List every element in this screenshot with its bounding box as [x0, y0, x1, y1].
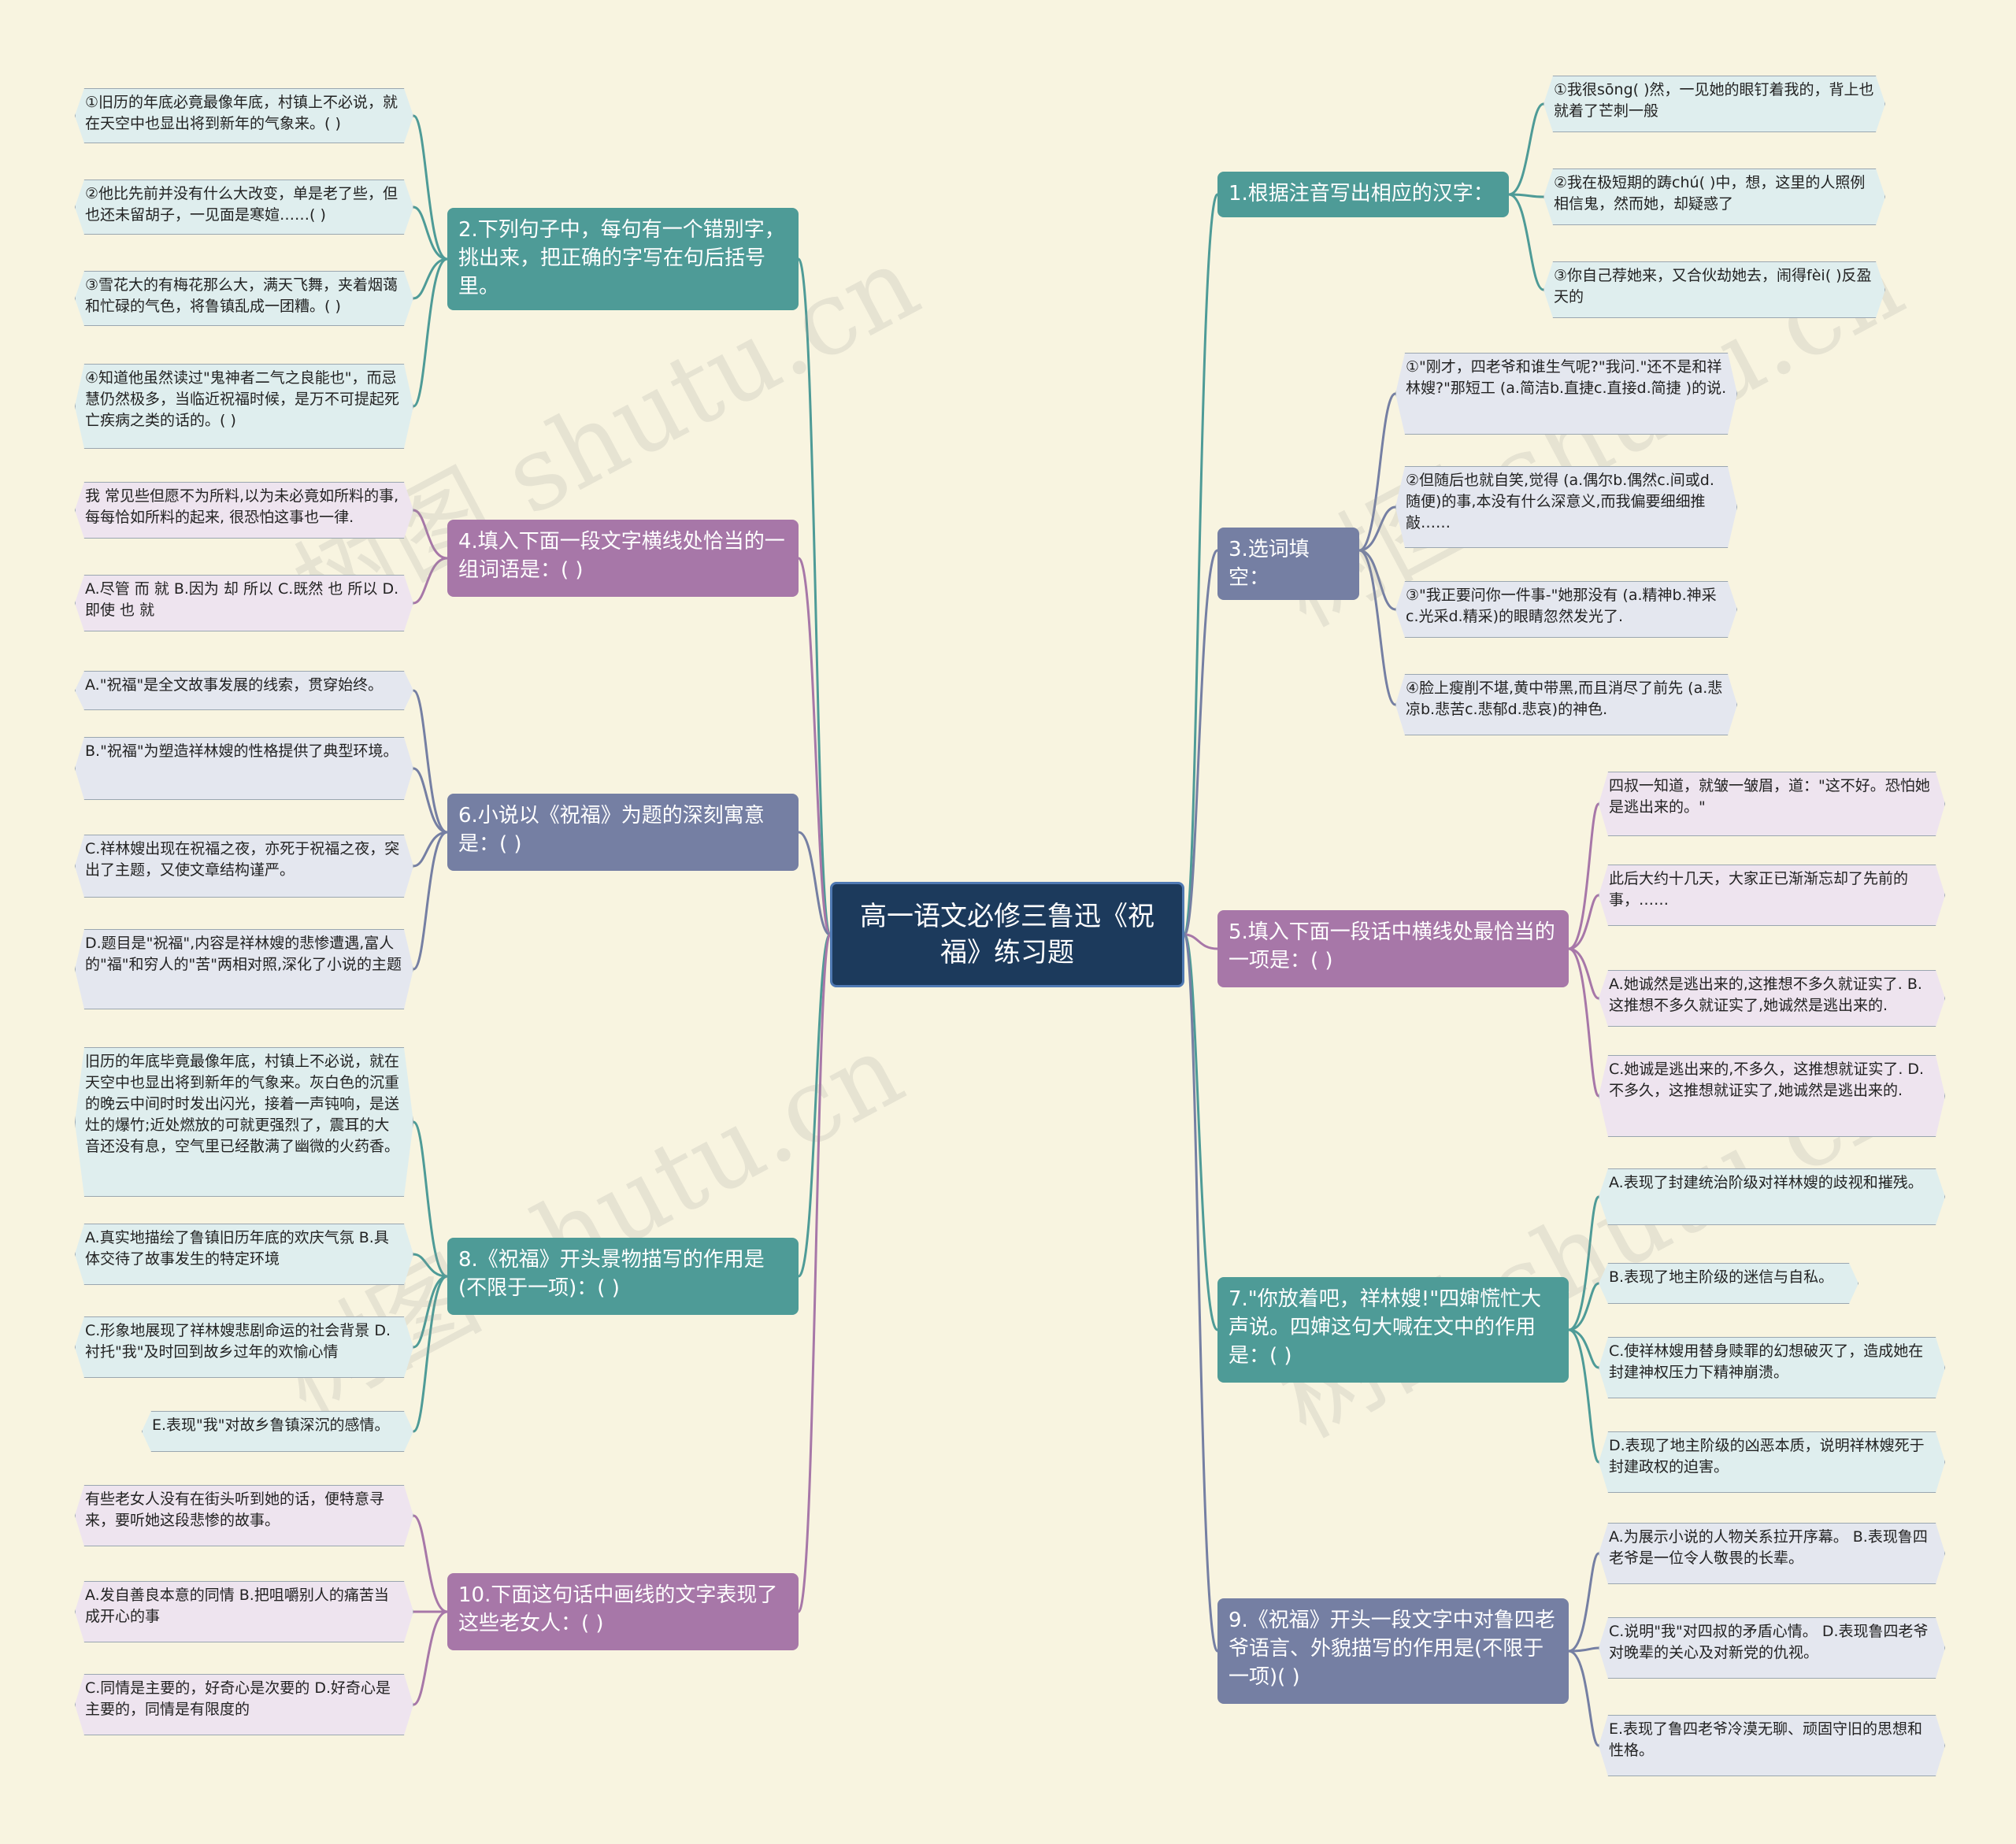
branch-leaf-link — [413, 114, 448, 261]
branch-leaf-link — [413, 831, 448, 868]
leaf-node[interactable]: ③雪花大的有梅花那么大，满天飞舞，夹着烟蔼和忙碌的气色，将鲁镇乱成一团糟。( ) — [75, 271, 413, 326]
branch-leaf-link — [1568, 1646, 1599, 1653]
branch-node-q2[interactable]: 2.下列句子中，每句有一个错别字，挑出来，把正确的字写在句后括号里。 — [447, 208, 799, 310]
branch-leaf-link — [1358, 549, 1396, 706]
leaf-node[interactable]: A.尽管 而 就 B.因为 却 所以 C.既然 也 所以 D.即使 也 就 — [75, 575, 413, 631]
branch-leaf-link — [413, 509, 448, 560]
root-branch-link — [1183, 933, 1219, 1331]
leaf-node[interactable]: ②我在极短期的踌chú( )中，想，这里的人照例相信鬼，然而她，却疑惑了 — [1544, 168, 1885, 225]
leaf-node[interactable]: 旧历的年底毕竟最像年底，村镇上不必说，就在天空中也显出将到新年的气象来。灰白色的… — [75, 1047, 413, 1197]
branch-leaf-link — [1568, 947, 1600, 1098]
leaf-node[interactable]: C.使祥林嫂用替身赎罪的幻想破灭了，造成她在封建神权压力下精神崩溃。 — [1599, 1337, 1945, 1398]
branch-node-q4[interactable]: 4.填入下面一段文字横线处恰当的一组词语是：( ) — [447, 520, 799, 597]
branch-leaf-link — [1358, 549, 1396, 611]
root-branch-link — [797, 257, 832, 936]
branch-leaf-link — [1508, 193, 1544, 291]
leaf-node[interactable]: ①我很sōng( )然，一见她的眼钉着我的，背上也就着了芒刺一般 — [1544, 76, 1885, 132]
leaf-node[interactable]: C.说明"我"对四叔的矛盾心情。 D.表现鲁四老爷对晚辈的关心及对新党的仇视。 — [1599, 1617, 1945, 1679]
leaf-node[interactable]: D.表现了地主阶级的凶恶本质，说明祥林嫂死于封建政权的迫害。 — [1599, 1431, 1945, 1493]
branch-node-q7[interactable]: 7."你放着吧，祥林嫂!"四婶慌忙大声说。四婶这句大喊在文中的作用是：( ) — [1217, 1277, 1569, 1383]
leaf-node[interactable]: 我 常见些但愿不为所料,以为未必竟如所料的事, 每每恰如所料的起来, 很恐怕这事… — [75, 482, 413, 539]
leaf-node[interactable]: B."祝福"为塑造祥林嫂的性格提供了典型环境。 — [75, 737, 413, 800]
branch-leaf-link — [1568, 1328, 1599, 1369]
leaf-node[interactable]: A.她诚然是逃出来的,这推想不多久就证实了. B.这推想不多久就证实了,她诚然是… — [1599, 970, 1945, 1027]
branch-leaf-link — [413, 257, 448, 300]
branch-leaf-link — [1568, 894, 1599, 950]
branch-leaf-link — [1358, 505, 1396, 552]
branch-leaf-link — [413, 557, 448, 605]
root-branch-link — [797, 933, 832, 1613]
branch-node-q8[interactable]: 8.《祝福》开头景物描写的作用是(不限于一项)：( ) — [447, 1238, 799, 1315]
branch-leaf-link — [413, 831, 448, 971]
root-branch-link — [797, 933, 832, 1278]
leaf-node[interactable]: ①"刚才，四老爷和谁生气呢?"我问."还不是和祥林嫂?"那短工 (a.简洁b.直… — [1395, 353, 1737, 435]
root-branch-link — [1183, 549, 1219, 936]
branch-node-q3[interactable]: 3.选词填空： — [1217, 528, 1359, 600]
leaf-node[interactable]: B.表现了地主阶级的迷信与自私。 — [1599, 1263, 1858, 1304]
leaf-node[interactable]: A.发自善良本意的同情 B.把咀嚼别人的痛苦当成开心的事 — [75, 1581, 413, 1642]
leaf-node[interactable]: C.同情是主要的，好奇心是次要的 D.好奇心是主要的，同情是有限度的 — [75, 1674, 413, 1735]
leaf-node[interactable]: ②他比先前并没有什么大改变，单是老了些，但也还未留胡子，一见面是寒媗……( ) — [75, 180, 413, 235]
leaf-node[interactable]: C.形象地展现了祥林嫂悲剧命运的社会背景 D.衬托"我"及时回到故乡过年的欢愉心… — [75, 1316, 413, 1378]
branch-leaf-link — [413, 1275, 448, 1433]
branch-leaf-link — [1568, 1328, 1600, 1464]
leaf-node[interactable]: A.表现了封建统治阶级对祥林嫂的歧视和摧残。 — [1599, 1168, 1945, 1225]
branch-leaf-link — [1358, 392, 1396, 552]
branch-leaf-link — [1568, 1650, 1600, 1747]
leaf-node[interactable]: ④脸上瘦削不堪,黄中带黑,而且消尽了前先 (a.悲凉b.悲苦c.悲郁d.悲哀)的… — [1395, 674, 1737, 735]
branch-leaf-link — [1568, 802, 1600, 950]
leaf-node[interactable]: ①旧历的年底必竟最像年底，村镇上不必说，就在天空中也显出将到新年的气象来。( ) — [75, 88, 413, 143]
leaf-node[interactable]: ③"我正要问你一件事-"她那没有 (a.精神b.神采c.光采d.精采)的眼睛忽然… — [1395, 581, 1737, 638]
branch-leaf-link — [1568, 947, 1599, 1000]
leaf-node[interactable]: D.题目是"祝福",内容是祥林嫂的悲惨遭遇,富人的"福"和穷人的"苦"两相对照,… — [75, 929, 413, 1009]
leaf-node[interactable]: E.表现"我"对故乡鲁镇深沉的感情。 — [142, 1411, 413, 1452]
branch-leaf-link — [413, 1514, 448, 1613]
leaf-node[interactable]: 四叔一知道，就皱一皱眉，道："这不好。恐怕她是逃出来的。" — [1599, 772, 1945, 836]
leaf-node[interactable]: ④知道他虽然读过"鬼神者二气之良能也"，而忌慧仍然极多，当临近祝福时候，是万不可… — [75, 364, 413, 449]
branch-leaf-link — [413, 1253, 448, 1278]
leaf-node[interactable]: 有些老女人没有在街头听到她的话，便特意寻来，要听她这段悲惨的故事。 — [75, 1485, 413, 1546]
branch-leaf-link — [413, 257, 448, 408]
leaf-node[interactable]: A.真实地描绘了鲁镇旧历年底的欢庆气氛 B.具体交待了故事发生的特定环境 — [75, 1224, 413, 1285]
branch-node-q6[interactable]: 6.小说以《祝福》为题的深刻寓意是：( ) — [447, 794, 799, 871]
branch-leaf-link — [1508, 102, 1544, 196]
root-branch-link — [797, 557, 832, 936]
leaf-node[interactable]: C.祥林嫂出现在祝福之夜，亦死于祝福之夜，突出了主题，又使文章结构谨严。 — [75, 835, 413, 898]
branch-leaf-link — [413, 1120, 448, 1278]
branch-leaf-link — [413, 1610, 448, 1706]
branch-node-q1[interactable]: 1.根据注音写出相应的汉字： — [1217, 172, 1509, 217]
leaf-node[interactable]: ②但随后也就自笑,觉得 (a.偶尔b.偶然c.间或d.随便)的事,本没有什么深意… — [1395, 466, 1737, 548]
branch-node-q9[interactable]: 9.《祝福》开头一段文字中对鲁四老爷语言、外貌描写的作用是(不限于一项)( ) — [1217, 1598, 1569, 1704]
root-branch-link — [798, 831, 831, 936]
root-node-title[interactable]: 高一语文必修三鲁迅《祝福》练习题 — [830, 882, 1184, 987]
branch-leaf-link — [413, 767, 448, 834]
branch-leaf-link — [413, 1275, 448, 1349]
leaf-node[interactable]: ③你自己荐她来，又合伙劫她去，闹得fèi( )反盈天的 — [1544, 261, 1885, 318]
branch-node-q10[interactable]: 10.下面这句话中画线的文字表现了这些老女人：( ) — [447, 1573, 799, 1650]
branch-leaf-link — [1568, 1282, 1599, 1331]
branch-leaf-link — [413, 689, 448, 834]
branch-leaf-link — [413, 206, 448, 261]
leaf-node[interactable]: A."祝福"是全文故事发展的线索，贯穿始终。 — [75, 671, 413, 710]
branch-leaf-link — [1508, 193, 1544, 198]
root-branch-link — [1184, 933, 1218, 950]
branch-node-q5[interactable]: 5.填入下面一段话中横线处最恰当的一项是：( ) — [1217, 910, 1569, 987]
branch-leaf-link — [1568, 1552, 1600, 1653]
leaf-node[interactable]: E.表现了鲁四老爷冷漠无聊、顽固守旧的思想和性格。 — [1599, 1715, 1945, 1776]
root-branch-link — [1183, 933, 1219, 1653]
branch-leaf-link — [1568, 1195, 1600, 1331]
root-branch-link — [1183, 193, 1219, 936]
leaf-node[interactable]: C.她诚是逃出来的,不多久，这推想就证实了. D.不多久，这推想就证实了,她诚然… — [1599, 1055, 1945, 1137]
leaf-node[interactable]: 此后大约十几天，大家正已渐渐忘却了先前的事，…… — [1599, 865, 1945, 926]
leaf-node[interactable]: A.为展示小说的人物关系拉开序幕。 B.表现鲁四老爷是一位令人敬畏的长辈。 — [1599, 1523, 1945, 1584]
